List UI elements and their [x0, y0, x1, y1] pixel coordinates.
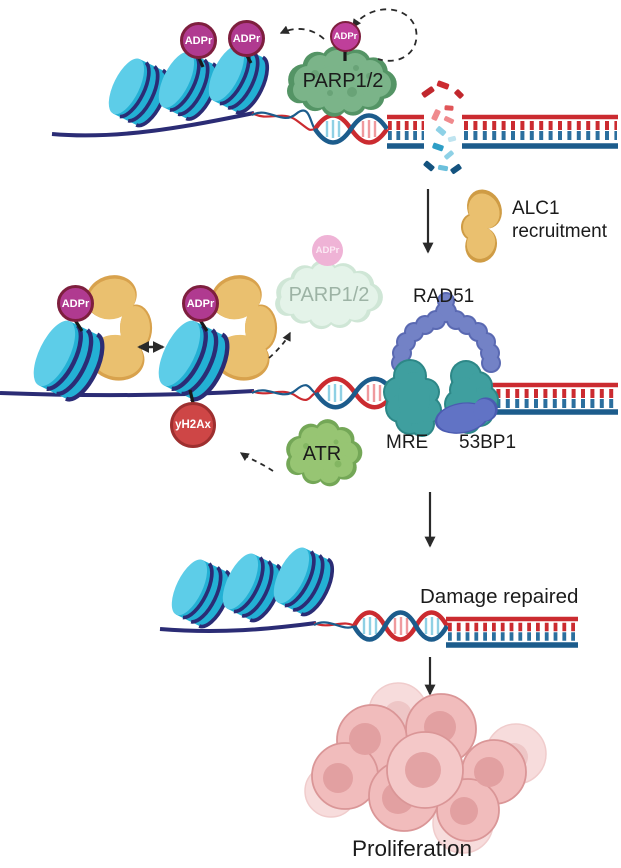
- alc1-recruitment-label: ALC1 recruitment: [512, 197, 607, 243]
- bp53-label: 53BP1: [459, 432, 517, 453]
- parp12-faded-blob: [275, 259, 383, 330]
- damage-repaired-label: Damage repaired: [420, 585, 579, 608]
- mre-label: MRE: [386, 432, 429, 453]
- rad51-label: RAD51: [413, 286, 475, 307]
- alc1-label-line1: ALC1: [512, 198, 560, 219]
- dna-row2: [0, 376, 618, 415]
- adpr-badge: ADPr: [228, 20, 265, 57]
- adpr-badge: ADPr: [180, 22, 217, 59]
- rad51-complex: [391, 292, 501, 373]
- adpr-label: ADPr: [61, 297, 90, 310]
- parp12-faded-label: PARP1/2: [288, 284, 370, 306]
- adpr-badge-faded: ADPr: [312, 235, 343, 266]
- adpr-label: ADPr: [186, 297, 215, 310]
- adpr-label: ADPr: [333, 31, 358, 42]
- parylation-arrows: [279, 8, 418, 62]
- dna-row3: [159, 610, 578, 648]
- dna-break-fragments: [421, 80, 464, 175]
- adpr-badge-on-parp: ADPr: [330, 21, 361, 52]
- atr-label: ATR: [302, 443, 342, 465]
- parp12-blob: [287, 46, 397, 117]
- alc1-blob: [460, 189, 502, 263]
- adpr-label: ADPr: [184, 34, 213, 47]
- adpr-label: ADPr: [315, 245, 340, 256]
- parp12-label: PARP1/2: [302, 70, 384, 92]
- parp-release-arrow: [268, 331, 291, 359]
- yh2ax-label: yH2Ax: [175, 419, 211, 431]
- proliferation-label: Proliferation: [352, 836, 473, 861]
- cell-cluster: [304, 682, 547, 854]
- dna-row1: [51, 109, 618, 149]
- adpr-badge: ADPr: [57, 285, 94, 322]
- nucleosomes-row3: [162, 540, 342, 634]
- bp53-blob: [434, 397, 498, 434]
- atr-signal-arrow: [239, 452, 274, 472]
- adpr-badge: ADPr: [182, 285, 219, 322]
- adpr-label: ADPr: [232, 32, 261, 45]
- atr-blob: [286, 419, 363, 487]
- alc1-label-line2: recruitment: [512, 221, 608, 242]
- yh2ax-badge: yH2Ax: [170, 402, 216, 448]
- alc1-on-chromatin: [86, 275, 278, 381]
